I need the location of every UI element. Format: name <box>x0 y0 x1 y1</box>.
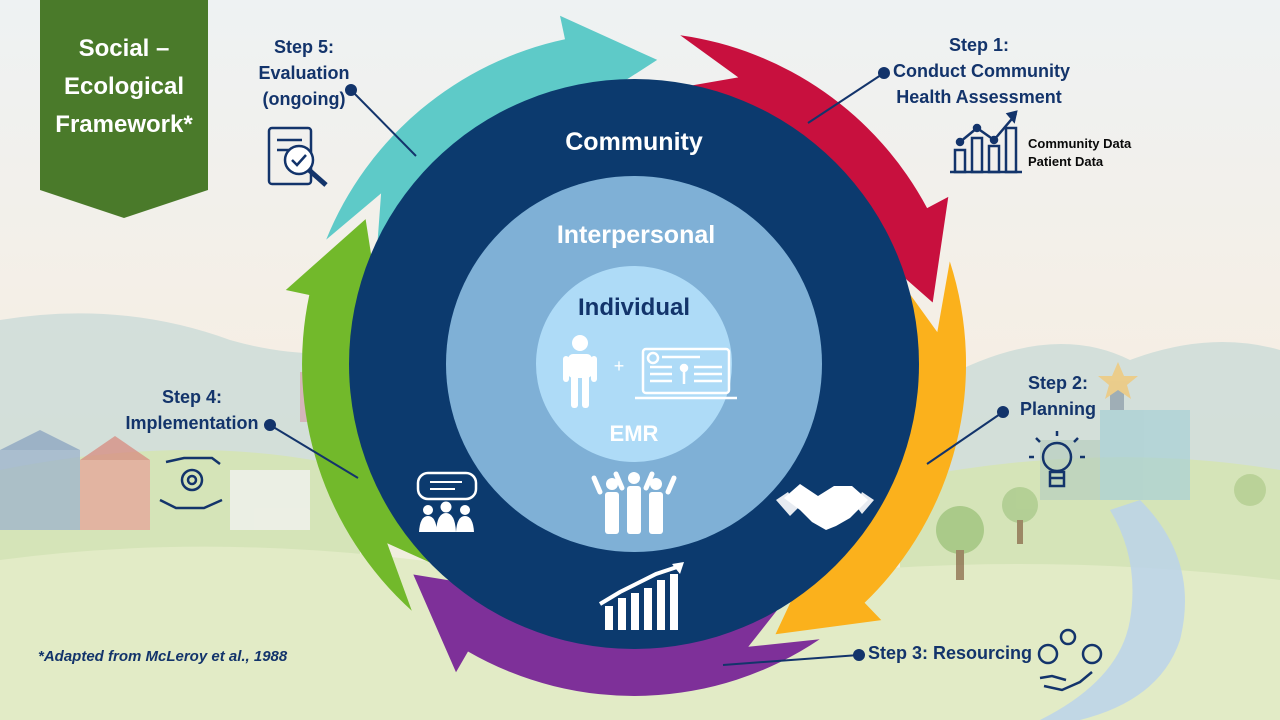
framework-title-line2: Ecological <box>63 73 185 100</box>
step2-label: Step 2: Planning <box>1020 373 1096 419</box>
lightbulb-icon <box>1029 431 1085 488</box>
evaluation-document-icon <box>267 126 328 187</box>
person-icon <box>563 335 597 408</box>
framework-title-line3: Framework* <box>55 111 193 138</box>
gear-hands-icon <box>159 456 223 510</box>
framework-title-line1: Social – <box>78 35 170 62</box>
step4-arc <box>285 219 448 611</box>
data-chart-icon <box>950 110 1022 174</box>
group-people-icon <box>591 471 677 534</box>
community-label: Community <box>565 128 703 156</box>
step1-label: Step 1: Conduct Community Health Assessm… <box>893 35 1070 107</box>
handshake-icon <box>776 484 874 530</box>
framework-banner <box>40 0 208 218</box>
leader-lines <box>264 67 1009 666</box>
emr-label: EMR <box>610 421 659 446</box>
resourcing-icon <box>1037 628 1103 692</box>
individual-ring <box>536 266 732 462</box>
growth-chart-icon <box>598 562 684 630</box>
interpersonal-label: Interpersonal <box>557 221 715 249</box>
plus-sign: + <box>614 356 625 376</box>
step3-arc <box>413 574 820 696</box>
step3-label: Step 3: Resourcing <box>868 643 1033 663</box>
framework-title: Social – Ecological Framework* <box>40 30 208 144</box>
step4-label: Step 4: Implementation <box>125 387 259 433</box>
individual-label: Individual <box>578 294 690 321</box>
laptop-emr-icon <box>635 347 737 400</box>
step5-label: Step 5: Evaluation (ongoing) <box>258 37 350 109</box>
citation-footnote: *Adapted from McLeroy et al., 1988 <box>38 648 288 665</box>
trees-illustration <box>936 474 1266 580</box>
data-sources-note: Community Data Patient Data <box>1028 136 1132 169</box>
discussion-group-icon <box>416 471 478 532</box>
